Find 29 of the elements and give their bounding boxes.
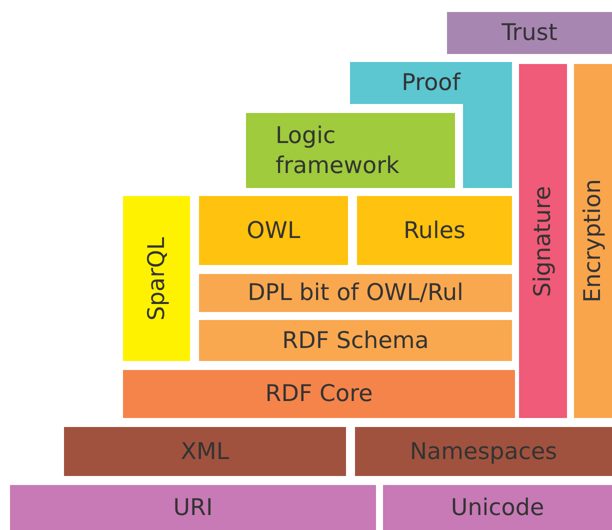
layer-label: Namespaces	[410, 438, 558, 466]
layer-block	[10, 485, 376, 530]
layer-label: SparQL	[142, 236, 170, 320]
layer-label: RDF Core	[265, 380, 373, 409]
layer-label: Logic framework	[276, 122, 400, 180]
layer-block	[199, 274, 512, 312]
layer-block	[574, 64, 612, 418]
layer-block	[199, 320, 512, 361]
layer-label: Encryption	[579, 179, 607, 303]
layer-label: RDF Schema	[282, 326, 429, 356]
layer-label: Rules	[403, 216, 466, 246]
layer-label: DPL bit of OWL/Rul	[248, 279, 464, 308]
layer-block	[246, 113, 455, 188]
layer-block	[383, 485, 612, 530]
layer-block	[123, 196, 190, 361]
layer-label: URI	[173, 494, 213, 522]
layer-block	[519, 64, 567, 418]
layer-label: XML	[180, 438, 230, 466]
layer-block	[64, 427, 346, 476]
layer-block	[199, 196, 348, 265]
layer-label: OWL	[246, 216, 300, 246]
layer-block	[355, 427, 612, 476]
layer-label: Unicode	[450, 494, 544, 522]
layer-label: Signature	[529, 186, 557, 296]
layer-block	[357, 196, 512, 265]
layer-label: Trust	[502, 19, 558, 48]
layer-block	[447, 12, 612, 54]
layer-block	[123, 370, 515, 418]
layer-label: Proof	[402, 69, 460, 98]
